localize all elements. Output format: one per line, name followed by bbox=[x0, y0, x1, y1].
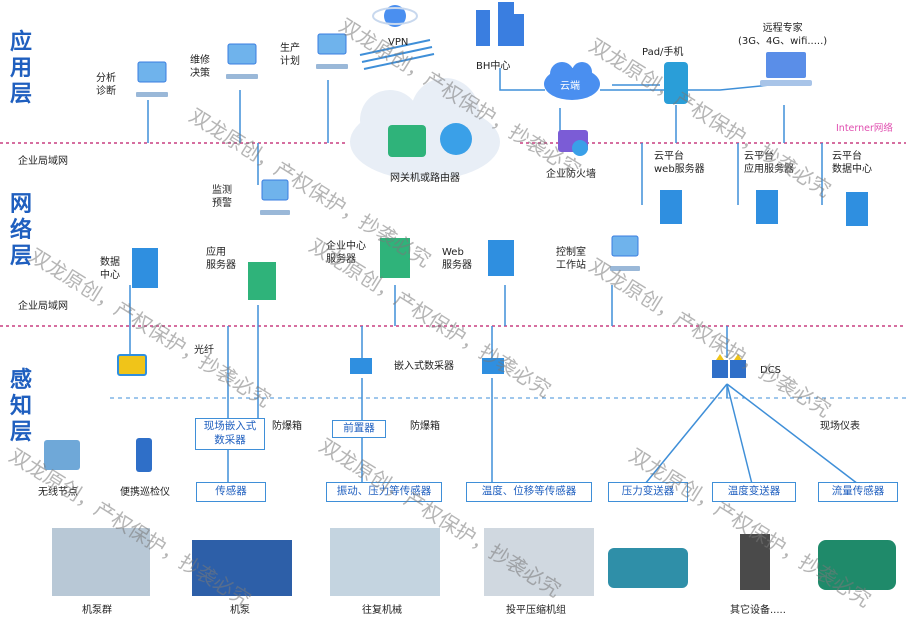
internet-label: Interner网络 bbox=[836, 123, 893, 134]
layer-network: 网络层 bbox=[9, 192, 32, 269]
remote-expert-label: 远程专家(3G、4G、wifi.....) bbox=[738, 23, 828, 47]
display-icon bbox=[117, 354, 147, 376]
equipment-images bbox=[52, 528, 896, 596]
gateway-label: 网关机或路由器 bbox=[390, 173, 460, 184]
wireless-node-label: 无线节点 bbox=[38, 487, 78, 498]
onsite-collector-box: 现场嵌入式数采器 bbox=[195, 418, 265, 450]
enterprise-server-label: 企业中心服务器 bbox=[326, 241, 366, 265]
computer-icon bbox=[137, 33, 639, 257]
firewall-icon bbox=[558, 130, 588, 156]
equipment-label-1: 机泵群 bbox=[82, 605, 112, 616]
portable-inspector-label: 便携巡检仪 bbox=[120, 487, 170, 498]
lan-label-top: 企业局域网 bbox=[18, 156, 68, 167]
cloud-icon bbox=[544, 62, 600, 100]
embedded-collector-label: 嵌入式数采器 bbox=[394, 361, 454, 372]
portable-inspector-icon bbox=[136, 438, 152, 472]
equipment-label-5: 其它设备..... bbox=[730, 605, 786, 616]
laptop-icon bbox=[760, 52, 812, 86]
building-icon bbox=[476, 2, 524, 46]
analysis-label: 分析诊断 bbox=[96, 73, 116, 97]
lan-label-bottom: 企业局域网 bbox=[18, 301, 68, 312]
equipment-label-2: 机泵 bbox=[230, 605, 250, 616]
layer-sensing: 感知层 bbox=[9, 368, 32, 445]
front-end-box: 前置器 bbox=[332, 420, 386, 438]
sensor-box-2: 振动、压力等传感器 bbox=[326, 482, 442, 502]
explosion-box-label-1: 防爆箱 bbox=[272, 421, 302, 432]
equipment-label-3: 往复机械 bbox=[362, 605, 402, 616]
sensor-box-4: 压力变送器 bbox=[608, 482, 688, 502]
app-server-label: 应用服务器 bbox=[206, 247, 236, 271]
sensor-box-3: 温度、位移等传感器 bbox=[466, 482, 592, 502]
bh-center-label: BH中心 bbox=[476, 61, 511, 72]
cloud-app-label: 云平台应用服务器 bbox=[744, 151, 794, 175]
wireless-node-icon bbox=[44, 440, 80, 470]
tablet-icon bbox=[664, 62, 688, 104]
layer-application: 应用层 bbox=[9, 30, 32, 107]
switch-icon bbox=[388, 125, 426, 157]
control-room-label: 控制室工作站 bbox=[556, 247, 586, 271]
router-icon bbox=[440, 123, 472, 155]
sensor-box-5: 温度变送器 bbox=[712, 482, 796, 502]
sensor-box-1: 传感器 bbox=[196, 482, 266, 502]
cloud-data-label: 云平台数据中心 bbox=[832, 151, 872, 175]
vpn-label: VPN bbox=[388, 37, 409, 48]
field-instruments-label: 现场仪表 bbox=[820, 421, 860, 432]
chip-icon-1 bbox=[350, 358, 372, 374]
fiber-label: 光纤 bbox=[194, 345, 214, 356]
dcs-icon bbox=[712, 354, 746, 378]
data-center-label: 数据中心 bbox=[100, 257, 120, 281]
gateway-cloud-icon bbox=[350, 78, 500, 180]
pad-label: Pad/手机 bbox=[642, 47, 684, 58]
maintenance-label: 维修决策 bbox=[190, 55, 210, 79]
cloud-label: 云端 bbox=[560, 81, 580, 92]
chip-icon-2 bbox=[482, 358, 504, 374]
globe-icon bbox=[384, 5, 406, 27]
equipment-label-4: 投平压缩机组 bbox=[506, 605, 566, 616]
sensor-box-6: 流量传感器 bbox=[818, 482, 898, 502]
server-icons bbox=[132, 190, 868, 300]
production-label: 生产计划 bbox=[280, 43, 300, 67]
firewall-label: 企业防火墙 bbox=[546, 169, 596, 180]
explosion-box-label-2: 防爆箱 bbox=[410, 421, 440, 432]
dcs-label: DCS bbox=[760, 365, 782, 376]
monitor-label: 监测预警 bbox=[212, 185, 232, 209]
